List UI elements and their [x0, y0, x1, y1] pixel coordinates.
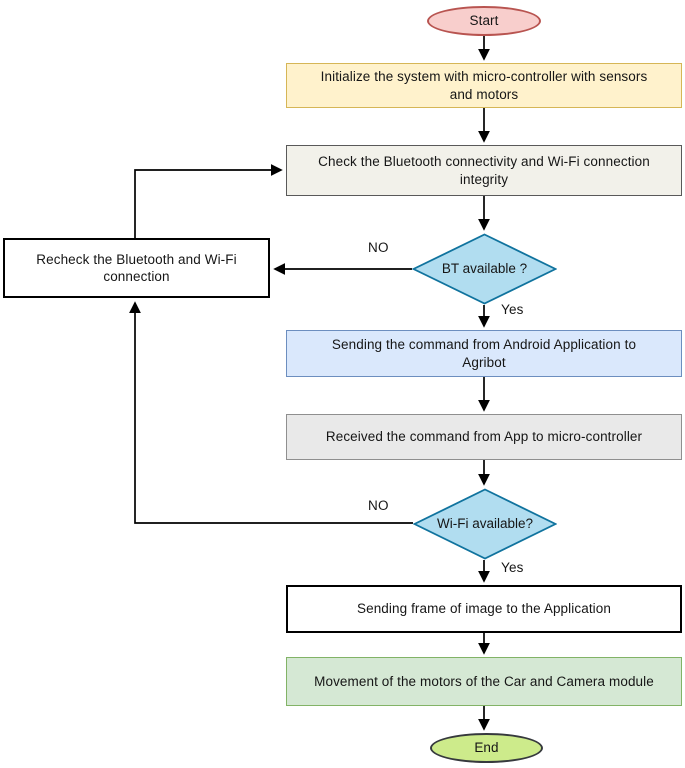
arrow-recheck-to-check-loop [134, 164, 283, 238]
node-received-label: Received the command from App to micro-c… [325, 429, 643, 445]
node-start-label: Start [469, 13, 499, 29]
arrow-wifi-no-to-recheck-loop [129, 301, 413, 524]
node-send-command: Sending the command from Android Applica… [286, 330, 682, 377]
wifi-diamond-shape [413, 488, 557, 560]
node-recheck-connection: Recheck the Bluetooth and Wi-Fi connecti… [3, 238, 270, 298]
node-movement-motors: Movement of the motors of the Car and Ca… [286, 657, 682, 706]
node-check-connectivity: Check the Bluetooth connectivity and Wi-… [286, 145, 682, 196]
node-wifi-decision-label: Wi-Fi available? [436, 515, 534, 531]
edge-label-bt-no: NO [368, 240, 389, 255]
node-check-label: Check the Bluetooth connectivity and Wi-… [318, 154, 650, 187]
node-end: End [430, 733, 543, 763]
node-bt-decision: BT available ? [412, 233, 557, 305]
node-bt-decision-label: BT available ? [441, 260, 528, 276]
bt-diamond-shape [412, 233, 557, 305]
node-send-frame-label: Sending frame of image to the Applicatio… [356, 601, 611, 617]
node-wifi-decision: Wi-Fi available? [413, 488, 557, 560]
node-send-frame: Sending frame of image to the Applicatio… [286, 585, 682, 633]
edge-label-wifi-yes: Yes [501, 560, 524, 575]
node-movement-label: Movement of the motors of the Car and Ca… [314, 673, 654, 689]
edge-label-bt-yes: Yes [501, 302, 524, 317]
node-end-label: End [474, 740, 499, 756]
node-recheck-label: Recheck the Bluetooth and Wi-Fi connecti… [36, 251, 237, 284]
node-received-command: Received the command from App to micro-c… [286, 414, 682, 460]
node-initialize-label: Initialize the system with micro-control… [320, 69, 648, 102]
node-initialize-system: Initialize the system with micro-control… [286, 63, 682, 108]
edge-label-wifi-no: NO [368, 498, 389, 513]
node-start: Start [427, 6, 541, 36]
node-send-command-label: Sending the command from Android Applica… [331, 337, 637, 370]
